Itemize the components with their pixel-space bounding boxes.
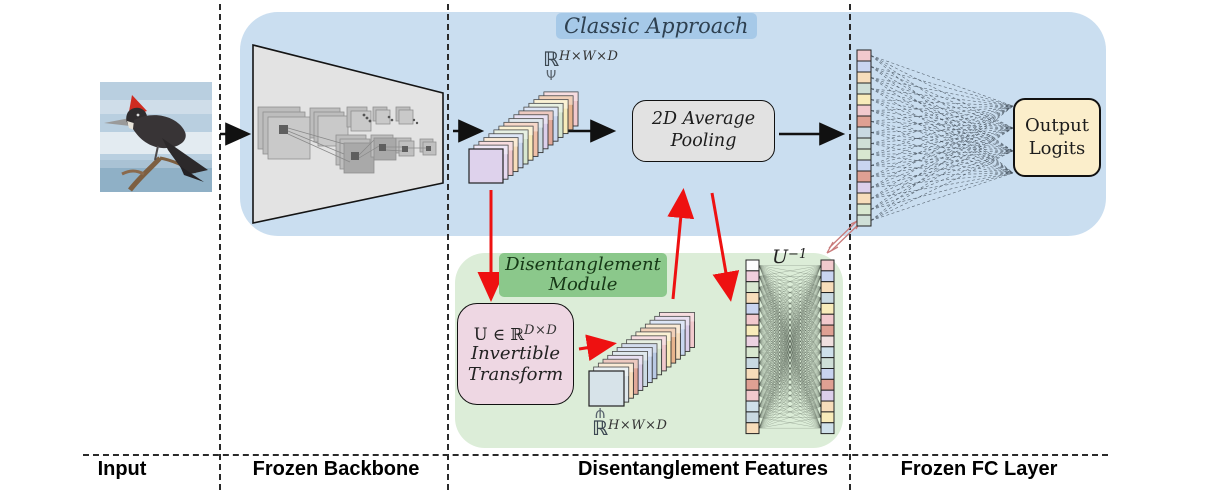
bird-beak (104, 118, 130, 126)
invertible-transform-box: U ∈ ℝD×D Invertible Transform (457, 303, 574, 405)
output-label-line2: Logits (1028, 137, 1086, 159)
section-label-disentanglement: Disentanglement Features (577, 458, 829, 480)
u-inverse-label: U−1 (772, 246, 807, 268)
section-label-backbone: Frozen Backbone (252, 458, 420, 480)
bird-eye (136, 113, 140, 117)
section-label-input: Input (97, 458, 147, 480)
module-title-line1: Disentanglement (505, 254, 661, 275)
classic-approach-title: Classic Approach (556, 13, 757, 39)
u-symbol: U (772, 246, 789, 268)
psi-symbol: Ψ (546, 69, 557, 84)
invertible-label: Invertible (470, 343, 561, 365)
output-logits-box: Output Logits (1013, 98, 1101, 177)
real-set-symbol-2: ℝ (592, 416, 609, 440)
classic-feature-space-label: ℝH×W×D Ψ (543, 49, 618, 83)
inverted-psi-symbol: Ψ (595, 404, 606, 419)
matrix-definition: U ∈ ℝ (473, 325, 525, 345)
backbone-diagram (252, 43, 444, 224)
matrix-dims: D×D (524, 323, 558, 339)
separator-features-fc (849, 4, 851, 490)
real-set-symbol: ℝ (543, 47, 560, 71)
u-inverse-exponent: −1 (788, 247, 808, 262)
pooling-label-line1: 2D Average (651, 109, 756, 130)
separator-horizontal (83, 454, 1108, 456)
average-pooling-box: 2D Average Pooling (632, 100, 775, 162)
feature-dims-2: H×W×D (608, 418, 668, 433)
disentanglement-module-title: Disentanglement Module (499, 253, 667, 297)
module-title-line2: Module (548, 273, 618, 295)
transform-label: Transform (467, 363, 564, 385)
output-label-line1: Output (1025, 115, 1089, 136)
pooling-label-line2: Pooling (670, 131, 737, 151)
separator-backbone-features (447, 4, 449, 490)
feature-dims: H×W×D (559, 49, 619, 64)
section-label-fc: Frozen FC Layer (900, 458, 1058, 480)
separator-input-backbone (219, 4, 221, 490)
disentangled-feature-space-label: Ψ ℝH×W×D (592, 398, 667, 438)
input-bird-image (100, 82, 212, 192)
